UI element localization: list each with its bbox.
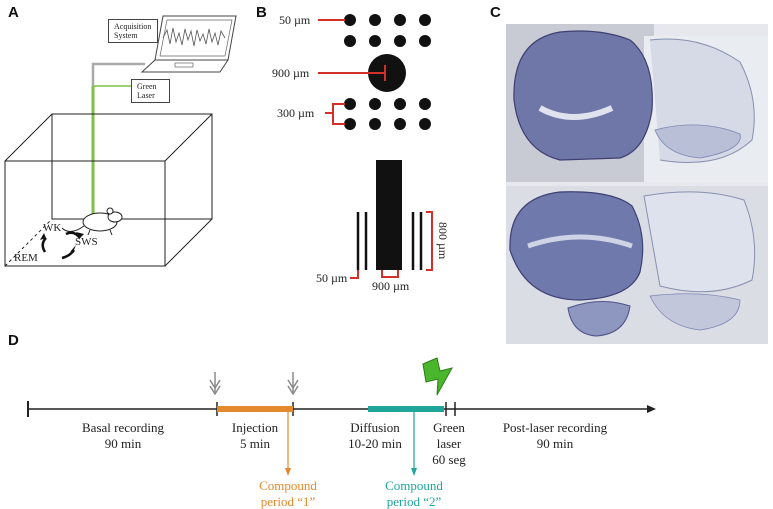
panel-label-a: A — [8, 4, 19, 21]
fiber-width-900-label: 900 µm — [372, 279, 410, 293]
diffusion-label: Diffusion 10-20 min — [348, 420, 402, 451]
recording-box — [4, 113, 213, 267]
spacing-300-label: 300 µm — [277, 106, 315, 120]
injection-marker-arrows — [209, 372, 299, 396]
dimension-lines-bottom — [350, 211, 433, 279]
post-laser-recording-label: Post-laser recording 90 min — [502, 420, 608, 451]
injection-bar — [217, 406, 293, 412]
optic-fiber-cross-section — [368, 54, 406, 92]
rat-icon — [61, 207, 123, 236]
depth-800-label: 800 µm — [436, 222, 450, 260]
green-laser-duration-label: Green laser 60 seg — [432, 420, 466, 467]
shank-50-label: 50 µm — [316, 271, 348, 285]
spacing-50-label: 50 µm — [279, 13, 311, 27]
compound-1-arrow — [285, 412, 291, 476]
panel-label-b: B — [256, 4, 267, 21]
panel-a-drawing — [4, 15, 237, 267]
fiber-900-label: 900 µm — [272, 66, 310, 80]
panel-d-timeline — [27, 357, 656, 476]
electrode-shanks — [356, 212, 423, 270]
compound-2-arrow — [411, 412, 417, 476]
electrode-dot-grid-top — [344, 14, 431, 47]
state-rem-label: REM — [14, 252, 38, 264]
panel-c-histology — [506, 24, 768, 344]
dimension-lines-top — [318, 19, 386, 125]
state-sws-label: SWS — [75, 236, 98, 248]
sleep-cycle-arrows — [41, 231, 81, 260]
compound-period-1-label: Compound period “1” — [259, 478, 317, 509]
optic-fiber-side — [376, 160, 402, 270]
acquisition-system-label: Acquisition System — [108, 19, 158, 43]
timeline-arrowhead — [647, 405, 656, 413]
diffusion-bar — [368, 406, 444, 412]
panel-label-d: D — [8, 332, 19, 349]
electrode-dot-grid-bottom — [344, 98, 431, 130]
basal-recording-label: Basal recording 90 min — [82, 420, 164, 451]
compound-period-2-label: Compound period “2” — [385, 478, 443, 509]
laser-lightning-icon — [422, 357, 453, 396]
state-wk-label: WK — [43, 222, 62, 234]
injection-label: Injection 5 min — [231, 420, 279, 451]
panel-label-c: C — [490, 4, 501, 21]
laptop-icon — [140, 15, 237, 73]
panel-b-drawing — [318, 14, 433, 279]
green-laser-label: Green Laser — [131, 79, 170, 103]
